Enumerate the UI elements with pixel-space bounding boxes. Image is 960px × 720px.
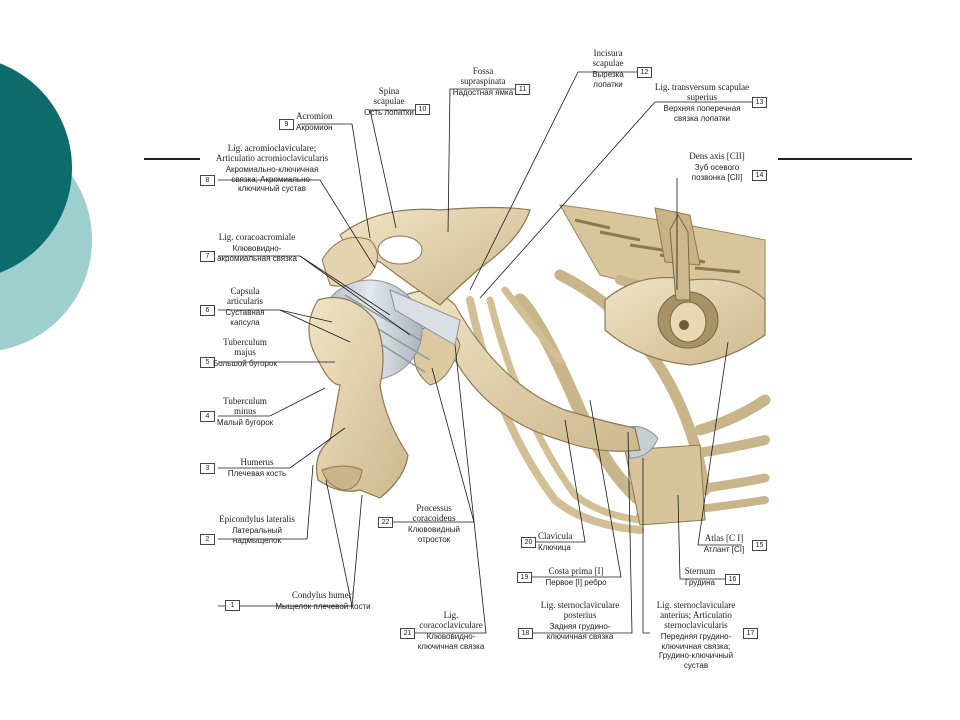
label-number-5: 5 (200, 357, 215, 368)
label-number-4: 4 (200, 411, 215, 422)
label-dens-axis: Dens axis [CII] Зуб осевого позвонка [CI… (684, 151, 750, 182)
humerus (308, 296, 409, 499)
label-latin: Capsula articularis (227, 286, 263, 306)
label-russian: Верхняя поперечная связка лопатки (663, 104, 741, 123)
label-spina-scapulae: Spina scapulae Ость лопатки (364, 86, 414, 118)
label-number-15: 15 (752, 540, 767, 551)
label-number-10: 10 (415, 104, 430, 115)
label-russian: Зуб осевого позвонка [CII] (691, 163, 743, 182)
label-number-18: 18 (518, 628, 533, 639)
label-russian: Клювовидно-ключичная связка (417, 632, 485, 651)
label-latin: Lig. sternoclaviculare anterius; Articul… (656, 600, 736, 630)
label-latin: Processus coracoideus (412, 503, 456, 523)
label-processus-coracoideus: Processus coracoideus Клювовидный отрост… (396, 503, 472, 544)
label-number-1: 1 (225, 600, 240, 611)
label-russian: Малый бугорок (216, 418, 274, 427)
label-russian: Атлант [CI] (703, 545, 745, 554)
label-lig-sternoclaviculare-anterius: Lig. sternoclaviculare anterius; Articul… (650, 600, 742, 670)
label-lig-transversum-scapulae: Lig. transversum scapulae superius Верхн… (654, 82, 750, 123)
scapula (321, 206, 531, 386)
label-russian: Акромион (296, 123, 333, 132)
label-capsula-articularis: Capsula articularis Суставная капсула (212, 286, 278, 327)
label-atlas: Atlas [C I] Атлант [CI] (696, 533, 752, 555)
title-rule-right (778, 158, 912, 160)
label-latin: Dens axis [CII] (689, 151, 745, 161)
label-epicondylus-lateralis: Epicondylus lateralis Латеральный надмыщ… (212, 514, 302, 545)
label-latin: Sternum (684, 566, 716, 576)
label-russian: Латеральный надмыщелок (232, 526, 282, 545)
label-latin: Lig. coracoacromiale (218, 232, 296, 242)
label-latin: Tuberculum minus (223, 396, 267, 416)
label-incisura-scapulae: Incisura scapulae Вырезка лопатки (580, 48, 636, 89)
label-latin: Lig. sternoclaviculare posterius (540, 600, 620, 620)
label-latin: Lig. coracoclaviculare (419, 610, 483, 630)
leader-lines (218, 71, 752, 634)
label-russian: Клювовидный отросток (408, 525, 460, 544)
label-fossa-supraspinata: Fossa supraspinata Надостная ямка (452, 66, 514, 98)
label-russian: Передняя грудино-ключичная связка; Груди… (658, 632, 734, 670)
label-number-7: 7 (200, 251, 215, 262)
label-lig-coracoclaviculare: Lig. coracoclaviculare Клювовидно-ключич… (416, 610, 486, 651)
label-number-9: 9 (279, 119, 294, 130)
label-number-6: 6 (200, 305, 215, 316)
label-latin: Epicondylus lateralis (219, 514, 295, 524)
label-russian: Суставная капсула (225, 308, 265, 327)
label-tuberculum-minus: Tuberculum minus Малый бугорок (212, 396, 278, 428)
label-latin: Costa prima [I] (548, 566, 604, 576)
label-latin: Humerus (240, 457, 274, 467)
label-costa-prima: Costa prima [I] Первое [I] ребро (534, 566, 618, 588)
label-latin: Acromion (296, 111, 333, 121)
label-lig-coracoacromiale: Lig. coracoacromiale Клювовидно-акромиал… (212, 232, 302, 263)
label-lig-acromioclaviculare: Lig. acromioclaviculare; Articulatio acr… (212, 143, 332, 194)
label-latin: Spina scapulae (373, 86, 405, 106)
label-number-13: 13 (752, 97, 767, 108)
label-humerus: Humerus Плечевая кость (212, 457, 302, 479)
label-lig-sternoclaviculare-posterius: Lig. sternoclaviculare posterius Задняя … (532, 600, 628, 641)
label-russian: Задняя грудино-ключичная связка (546, 622, 614, 641)
label-russian: Надостная ямка (452, 88, 514, 97)
label-latin: Condylus humeri (291, 590, 355, 600)
label-number-2: 2 (200, 534, 215, 545)
label-number-12: 12 (637, 67, 652, 78)
label-number-11: 11 (515, 84, 530, 95)
circle-dark (0, 63, 72, 273)
label-russian: Грудина (685, 578, 715, 587)
label-russian: Клювовидно-акромиальная связка (217, 244, 297, 263)
title-rule-left (144, 158, 200, 160)
label-number-8: 8 (200, 175, 215, 186)
label-number-21: 21 (400, 628, 415, 639)
label-russian: Ость лопатки (364, 108, 414, 117)
label-number-17: 17 (743, 628, 758, 639)
label-acromion: Acromion Акромион (296, 111, 356, 133)
label-number-14: 14 (752, 170, 767, 181)
label-russian: Акромиально-ключичная связка; Акромиальн… (225, 165, 319, 193)
label-number-20: 20 (521, 537, 536, 548)
label-russian: Вырезка лопатки (592, 70, 624, 89)
label-latin: Clavicula (538, 531, 573, 541)
label-russian: Первое [I] ребро (545, 578, 607, 587)
label-number-3: 3 (200, 463, 215, 474)
label-number-16: 16 (725, 574, 740, 585)
label-latin: Atlas [C I] (704, 533, 744, 543)
label-latin: Fossa supraspinata (460, 66, 506, 86)
label-latin: Lig. transversum scapulae superius (654, 82, 750, 102)
label-number-19: 19 (517, 572, 532, 583)
label-clavicula: Clavicula Ключица (538, 531, 588, 553)
label-russian: Большой бугорок (213, 359, 277, 368)
label-latin: Incisura scapulae (592, 48, 624, 68)
atlas-vertebra (604, 213, 766, 366)
label-russian: Плечевая кость (227, 469, 287, 478)
label-russian: Мыщелок плечевой кости (275, 602, 371, 611)
label-russian: Ключица (538, 543, 571, 552)
label-sternum: Sternum Грудина (676, 566, 724, 588)
label-condylus-humeri: Condylus humeri Мыщелок плечевой кости (208, 590, 388, 612)
label-tuberculum-majus: Tuberculum majus Большой бугорок (212, 337, 278, 369)
label-latin: Lig. acromioclaviculare; Articulatio acr… (215, 143, 329, 163)
label-number-22: 22 (378, 517, 393, 528)
label-latin: Tuberculum majus (223, 337, 267, 357)
